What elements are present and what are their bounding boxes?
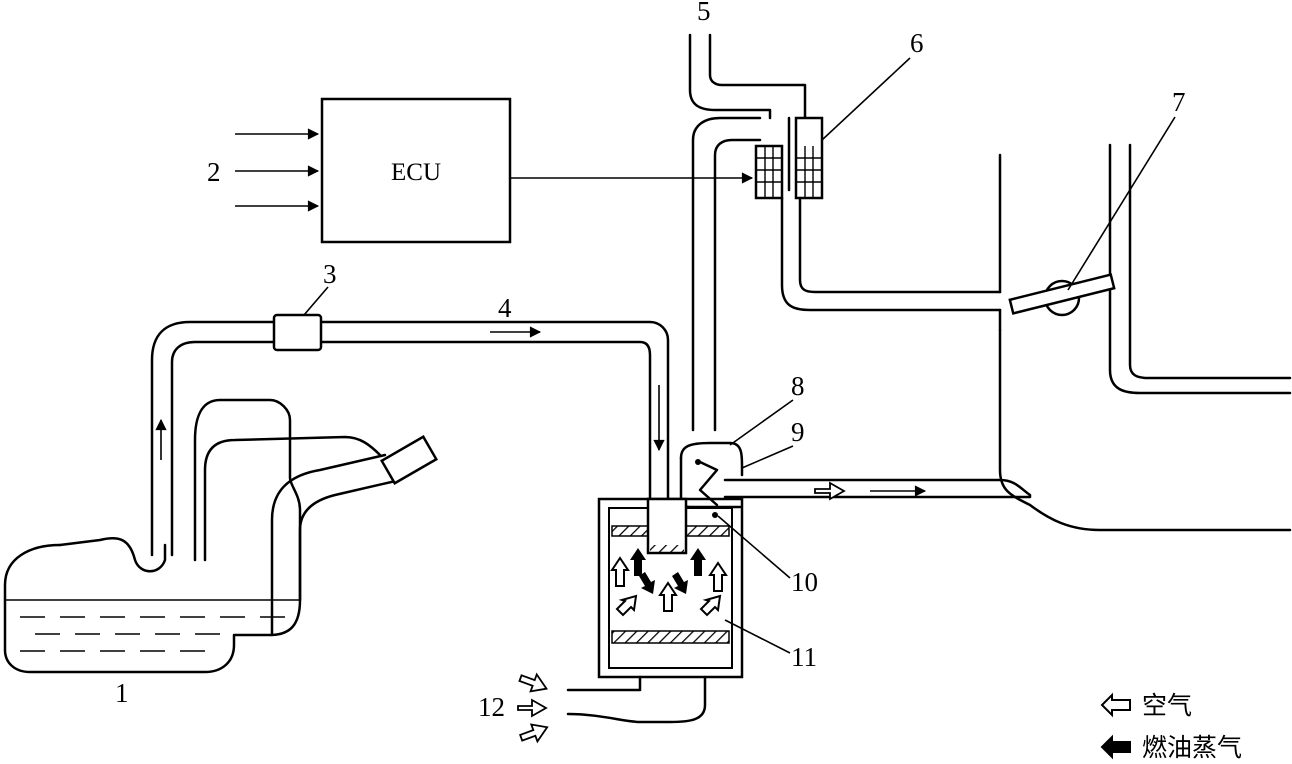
callouts: 1 2 3 4 5 6 7 8 9 10 11 12 [115, 0, 1186, 722]
air-legend-icon [1100, 692, 1131, 718]
callout-9: 9 [791, 417, 805, 447]
callout-11: 11 [791, 642, 817, 672]
callout-7: 7 [1172, 87, 1186, 117]
callout-1: 1 [115, 678, 129, 708]
fuel-tank [3, 398, 438, 674]
purge-solenoid [688, 33, 1002, 432]
charcoal-canister [566, 441, 744, 724]
legend-air: 空气 [1142, 691, 1192, 720]
fresh-air-inlet-arrows [517, 672, 549, 744]
air-flow-arrow [814, 481, 846, 501]
callout-12: 12 [478, 692, 505, 722]
legend-fuel-vapor: 燃油蒸气 [1142, 733, 1242, 762]
callout-2: 2 [207, 157, 221, 187]
vapor-line [150, 320, 670, 557]
intake-manifold [723, 143, 1292, 532]
check-valve [272, 313, 323, 352]
callout-5: 5 [697, 0, 711, 26]
fuel-vapor-legend-icon [1100, 734, 1131, 760]
callout-10: 10 [791, 567, 818, 597]
legend: 空气 燃油蒸气 [1100, 691, 1242, 762]
callout-8: 8 [791, 371, 805, 401]
ecu-label: ECU [391, 159, 441, 186]
callout-3: 3 [323, 259, 337, 289]
ecu-block: ECU [235, 97, 754, 244]
callout-4: 4 [498, 293, 512, 323]
callout-6: 6 [910, 28, 924, 58]
